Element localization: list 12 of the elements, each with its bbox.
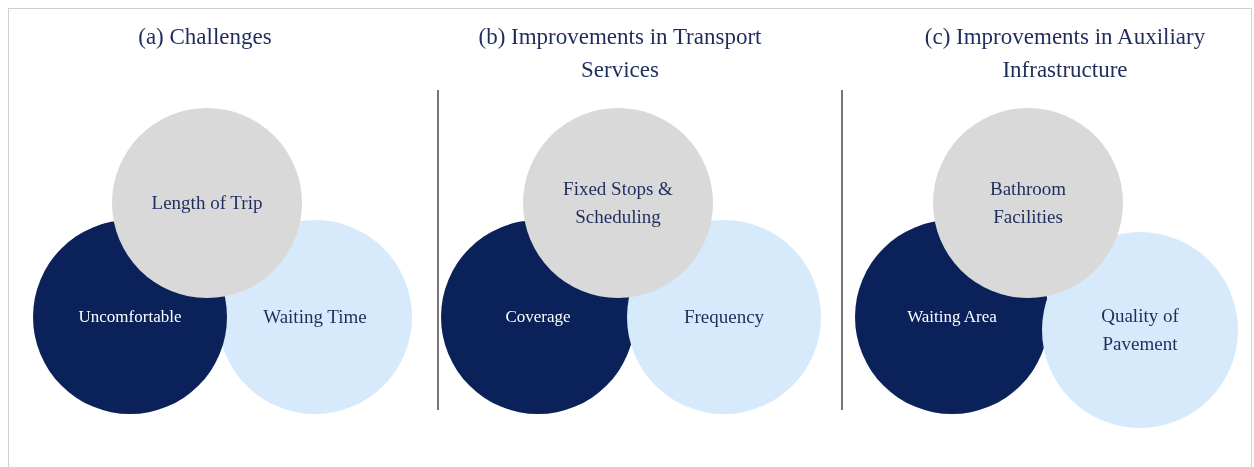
circle-label: Waiting Area <box>907 305 997 328</box>
circle-label: Fixed Stops & Scheduling <box>562 177 674 229</box>
panel-title: (a) Challenges <box>137 23 273 51</box>
panel-title: (c) Improvements in Auxiliary Infrastructure <box>923 23 1207 85</box>
circle-label: Length of Trip <box>151 191 263 216</box>
circle-label: Uncomfortable <box>78 305 182 328</box>
circle-label: Quality of Pavement <box>1100 304 1180 356</box>
panel-title: (b) Improvements in Transport Services <box>477 23 763 85</box>
circle-label: Coverage <box>505 305 571 328</box>
circle-label: Bathroom Facilities <box>989 177 1067 229</box>
circle-label: Waiting Time <box>263 305 367 330</box>
circle-label: Frequency <box>683 305 765 330</box>
